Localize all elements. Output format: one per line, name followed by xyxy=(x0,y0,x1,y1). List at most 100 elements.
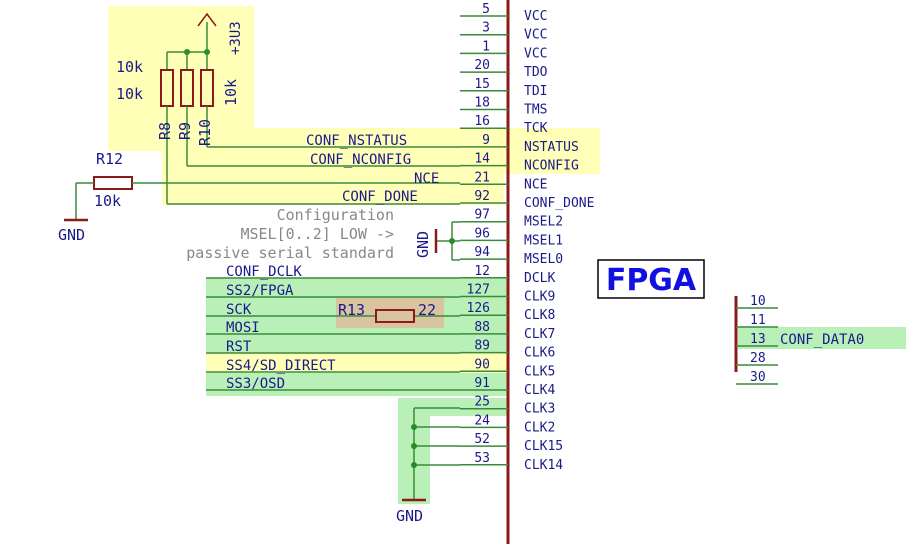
clk-gnd-label: GND xyxy=(396,507,423,525)
pin-number: 91 xyxy=(474,376,490,391)
pin-number: 53 xyxy=(474,451,490,466)
pin-name: VCC xyxy=(524,46,547,61)
pin-number: 11 xyxy=(750,313,766,328)
resistor-r13: R13 22 xyxy=(338,301,436,323)
data0-highlight xyxy=(738,327,906,349)
r12-value: 10k xyxy=(94,192,121,210)
pin-number: 24 xyxy=(474,413,490,428)
pin-number: 92 xyxy=(474,189,490,204)
done-highlight xyxy=(162,151,504,205)
resistor-r12: R12 10k GND xyxy=(58,150,460,244)
pin-number: 9 xyxy=(482,133,490,148)
pin-name: VCC xyxy=(524,9,547,24)
pin-number: 14 xyxy=(474,152,490,167)
net-rst: RST xyxy=(226,339,252,355)
pin-name: TMS xyxy=(524,103,547,118)
pin-number: 10 xyxy=(750,294,766,309)
fpga-title: FPGA xyxy=(606,263,697,298)
pin-name: MSEL1 xyxy=(524,233,563,248)
pin-name: CONF_DONE xyxy=(524,196,594,211)
r13-body xyxy=(375,309,415,323)
pin-number: 88 xyxy=(474,320,490,335)
pin-number: 21 xyxy=(474,170,490,185)
pin-name: CLK2 xyxy=(524,420,555,435)
pin-name: TDI xyxy=(524,84,547,99)
ss4-highlight xyxy=(206,353,508,373)
r12-gnd-label: GND xyxy=(58,226,85,244)
clk-ground: GND xyxy=(396,407,460,525)
pin-number: 5 xyxy=(482,2,490,17)
net-dclk: CONF_DCLK xyxy=(226,264,302,280)
pin-number: 94 xyxy=(474,245,490,260)
pin-name: MSEL0 xyxy=(524,252,563,267)
pin-number: 97 xyxy=(474,208,490,223)
pin-name: CLK6 xyxy=(524,346,555,361)
note-line2: MSEL[0..2] LOW -> xyxy=(240,225,394,243)
net-ss3: SS3/OSD xyxy=(226,376,285,392)
junction-dot xyxy=(411,424,417,430)
pin-number: 52 xyxy=(474,432,490,447)
r9-label: R9 xyxy=(176,122,194,140)
pin-name: CLK3 xyxy=(524,402,555,417)
r12-label: R12 xyxy=(96,150,123,168)
r13-value: 22 xyxy=(418,301,436,319)
junction-dot xyxy=(411,443,417,449)
r10-value: 10k xyxy=(222,79,240,106)
pin-number: 18 xyxy=(474,96,490,111)
pin-name: VCC xyxy=(524,28,547,43)
right-part-pins: 10 11 13 28 30 xyxy=(736,294,778,385)
net-ss2: SS2/FPGA xyxy=(226,283,294,299)
junction-dot xyxy=(449,238,455,244)
power-arrow-icon xyxy=(197,12,217,27)
power-label: +3U3 xyxy=(228,21,244,55)
pin-name: CLK4 xyxy=(524,383,555,398)
pin-number: 90 xyxy=(474,357,490,372)
pin-name: NCONFIG xyxy=(524,159,579,174)
net-nce: NCE xyxy=(414,171,439,187)
junction-dot xyxy=(411,462,417,468)
pin-number: 13 xyxy=(750,332,766,347)
pin-name: TCK xyxy=(524,121,548,136)
r9-value: 10k xyxy=(116,85,143,103)
pin-number: 1 xyxy=(482,39,490,54)
pin-number: 96 xyxy=(474,226,490,241)
pin-number: 30 xyxy=(750,370,766,385)
net-mosi: MOSI xyxy=(226,320,260,336)
net-ss4: SS4/SD_DIRECT xyxy=(226,358,336,374)
r10-label: R10 xyxy=(196,119,214,146)
pin-name: CLK5 xyxy=(524,364,555,379)
pin-name: CLK8 xyxy=(524,308,555,323)
pin-name: NSTATUS xyxy=(524,140,579,155)
fpga-title-box: FPGA xyxy=(597,259,705,299)
spi-wires xyxy=(206,277,460,391)
net-data0: CONF_DATA0 xyxy=(780,332,864,348)
pin-number: 28 xyxy=(750,351,766,366)
config-note: Configuration MSEL[0..2] LOW -> passive … xyxy=(186,206,394,262)
net-labels: CONF_NSTATUS CONF_NCONFIG NCE CONF_DONE … xyxy=(226,133,439,392)
right-part: 10 11 13 28 30 CONF_DATA0 xyxy=(734,294,864,385)
pin-name: DCLK xyxy=(524,271,555,286)
msel-gnd-label: GND xyxy=(414,231,432,258)
pullup-resistors: R8 R9 R10 10k 10k 10k xyxy=(116,58,460,205)
net-done: CONF_DONE xyxy=(342,189,418,205)
net-nconfig: CONF_NCONFIG xyxy=(310,152,411,168)
r8-value: 10k xyxy=(116,58,143,76)
r12-body xyxy=(93,176,133,190)
pin-name: CLK15 xyxy=(524,439,563,454)
r13-label: R13 xyxy=(338,301,365,319)
pin-name: CLK9 xyxy=(524,290,555,305)
net-sck: SCK xyxy=(226,302,252,318)
pin-number: 16 xyxy=(474,114,490,129)
pin-number: 126 xyxy=(467,301,490,316)
pin-number: 127 xyxy=(467,283,490,298)
pin-number: 12 xyxy=(474,264,490,279)
pin-name: CLK7 xyxy=(524,327,555,342)
pin-name: MSEL2 xyxy=(524,215,563,230)
pin-name: CLK14 xyxy=(524,458,563,473)
pin-number: 89 xyxy=(474,339,490,354)
pin-name: TDO xyxy=(524,65,548,80)
pin-number: 3 xyxy=(482,21,490,36)
power-3v3: +3U3 xyxy=(166,12,244,70)
